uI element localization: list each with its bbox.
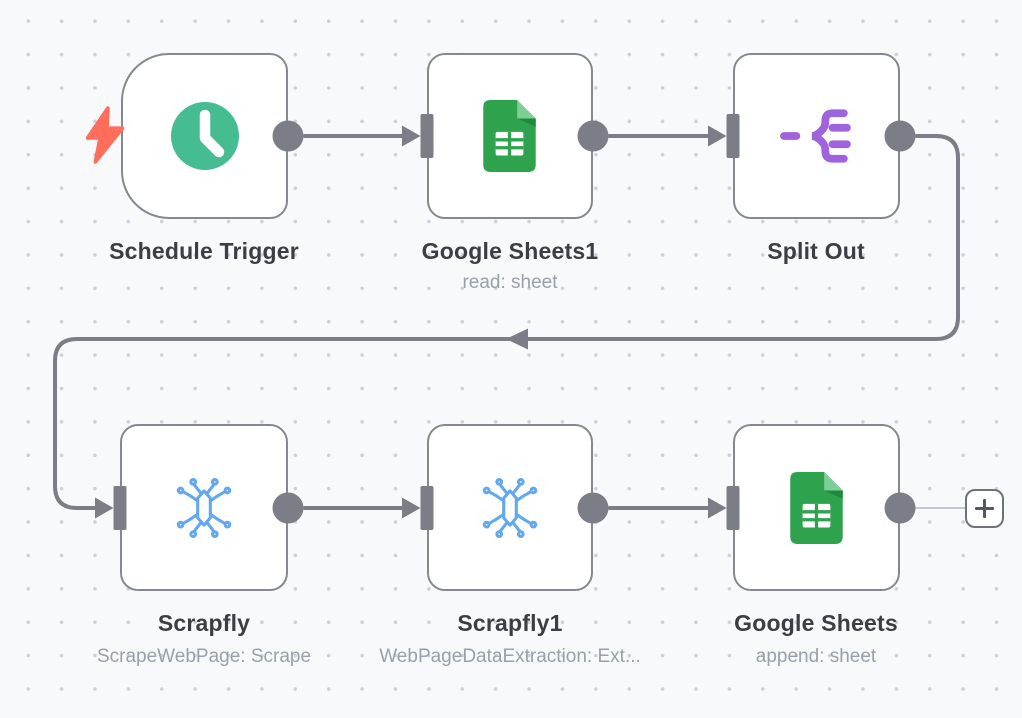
connection-arrow bbox=[506, 328, 528, 350]
node-label: Scrapfly bbox=[157, 610, 251, 636]
spider-circuit-icon bbox=[482, 477, 538, 538]
node-subtitle: append: sheet bbox=[755, 646, 877, 667]
node-subtitle: read: sheet bbox=[462, 272, 558, 293]
google-sheets-icon bbox=[483, 100, 536, 172]
node-subtitle: WebPageDataExtraction: Ext... bbox=[379, 646, 641, 667]
connection-arrow bbox=[95, 497, 114, 519]
split-out-icon bbox=[779, 109, 851, 163]
lightning-bolt-icon bbox=[85, 106, 125, 164]
node-label: Scrapfly1 bbox=[457, 610, 563, 636]
node-scrapfly-1[interactable] bbox=[427, 424, 593, 591]
connection-arrow bbox=[402, 125, 421, 147]
connection-arrow bbox=[708, 497, 727, 519]
node-scrapfly[interactable] bbox=[120, 424, 288, 591]
add-node-button[interactable] bbox=[965, 489, 1004, 528]
node-subtitle: ScrapeWebPage: Scrape bbox=[96, 646, 312, 667]
node-label: Google Sheets bbox=[734, 610, 898, 636]
node-google-sheets[interactable] bbox=[733, 424, 900, 591]
spider-circuit-icon bbox=[176, 477, 232, 538]
plus-icon bbox=[982, 499, 987, 518]
connection-arrow bbox=[708, 125, 727, 147]
node-schedule-trigger[interactable] bbox=[121, 53, 288, 219]
node-split-out[interactable] bbox=[733, 53, 900, 219]
connection-arrow bbox=[402, 497, 421, 519]
clock-icon bbox=[170, 102, 239, 170]
google-sheets-icon bbox=[789, 471, 843, 544]
node-google-sheets-1[interactable] bbox=[427, 53, 593, 219]
node-label: Split Out bbox=[767, 238, 865, 264]
